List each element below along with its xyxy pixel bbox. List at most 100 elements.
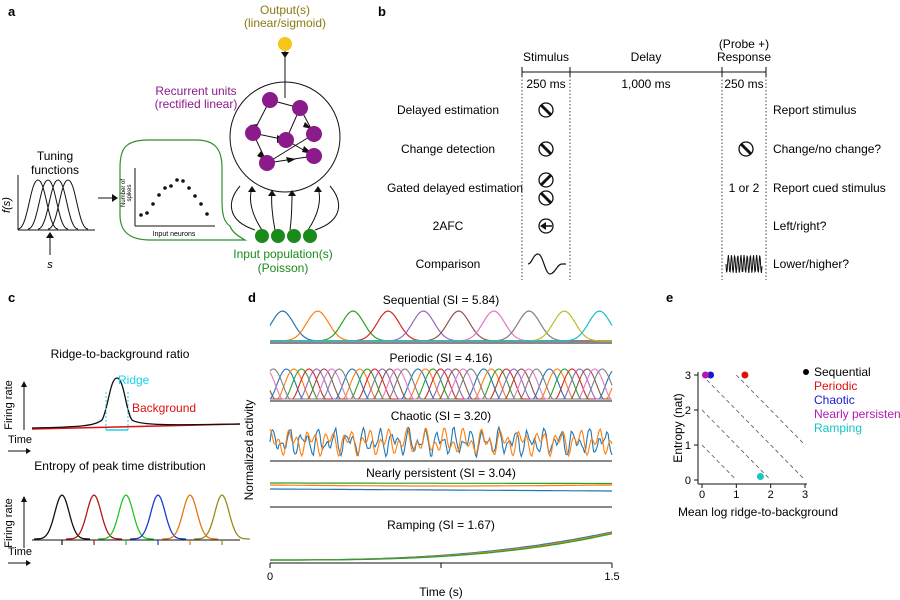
peak-bump <box>130 494 186 540</box>
ridge-ratio-title: Ridge-to-background ratio <box>51 347 190 361</box>
output-connection-head <box>281 52 289 58</box>
panel-a-label: a <box>8 4 16 19</box>
output-unit <box>278 37 292 51</box>
output-label-2: (linear/sigmoid) <box>244 16 326 30</box>
task-response-delayed-estimation: Report stimulus <box>773 103 856 117</box>
grating-icon-change-detection <box>538 141 554 157</box>
e-x-tick-label: 1 <box>733 489 739 501</box>
panel-b: b Stimulus Delay (Probe +) Response 250 … <box>378 4 886 280</box>
c-bottom-x-arrow-head <box>26 560 31 566</box>
chaotic-trace <box>269 427 613 458</box>
e-xlabel: Mean log ridge-to-background <box>678 505 838 519</box>
activity-traces <box>269 310 613 561</box>
task-name-change-detection: Change detection <box>401 142 495 156</box>
legend-marker <box>803 369 809 375</box>
e-y-tick-label: 2 <box>685 405 691 417</box>
sequential-trace <box>270 310 612 342</box>
e-point-periodic <box>741 371 749 379</box>
recurrent-label-1: Recurrent units <box>155 84 236 98</box>
e-x-tick-label: 2 <box>768 489 774 501</box>
periodic-trace <box>270 368 612 400</box>
tuning-label-1: Tuning <box>37 149 73 163</box>
input-to-recurrent-connections <box>230 185 340 231</box>
task-response-2afc: Left/right? <box>773 219 827 233</box>
panel-e-label: e <box>666 290 673 305</box>
task-response-change-detection: Change/no change? <box>773 142 881 156</box>
persistent-trace <box>270 488 612 492</box>
e-ylabel: Entropy (nat) <box>671 393 685 462</box>
ridge-activity-trace <box>31 377 241 429</box>
sequential-trace <box>270 310 612 342</box>
dur-delay: 1,000 ms <box>621 77 670 91</box>
gated-probe-label: 1 or 2 <box>729 181 760 195</box>
e-x-tick-label: 3 <box>802 489 808 501</box>
s-label: s <box>47 259 53 271</box>
col-stimulus: Stimulus <box>523 50 569 64</box>
recurrent-units <box>245 92 322 171</box>
tuning-label-2: functions <box>31 163 79 177</box>
spike-count-points <box>139 178 209 217</box>
output-label-1: Output(s) <box>260 3 310 17</box>
dur-response: 250 ms <box>724 77 763 91</box>
persistent-trace <box>270 482 612 485</box>
task-response-comparison: Lower/higher? <box>773 257 849 271</box>
grating-icon-gated-2 <box>538 190 554 206</box>
entropy-title: Entropy of peak time distribution <box>34 459 205 473</box>
panel-e: e Entropy (nat) Mean log ridge-to-backgr… <box>666 290 900 519</box>
peak-bump <box>194 494 250 540</box>
background-label: Background <box>132 401 196 415</box>
epoch-dividers <box>521 76 767 280</box>
spikes-ylabel-1: Number of <box>121 179 127 207</box>
tuning-curves <box>17 179 89 230</box>
row-title-sequential: Sequential (SI = 5.84) <box>383 293 499 307</box>
col-delay: Delay <box>631 50 662 64</box>
c-top-y-arrow-head <box>21 381 27 387</box>
sequential-trace <box>270 310 612 342</box>
recurrent-label-2: (rectified linear) <box>155 97 238 111</box>
iso-line <box>736 374 806 446</box>
spikes-xlabel: Input neurons <box>153 231 196 238</box>
panel-d-label: d <box>248 290 256 305</box>
input-label-1: Input population(s) <box>233 247 332 261</box>
c-bottom-xlabel: Time <box>8 546 32 558</box>
comparison-response-wave <box>725 254 763 274</box>
panel-b-label: b <box>378 4 386 19</box>
dur-stimulus: 250 ms <box>526 77 565 91</box>
e-point-nearly-persistent <box>701 371 709 379</box>
row-title-ramping: Ramping (SI = 1.67) <box>387 518 495 532</box>
ridge-label: Ridge <box>118 373 150 387</box>
arrow-disc-icon-2afc <box>538 218 554 234</box>
col-response-1: (Probe +) <box>719 37 769 51</box>
grating-icon-change-probe <box>738 141 754 157</box>
sequential-trace <box>270 310 612 342</box>
sequential-trace <box>270 310 613 342</box>
e-y-tick-label: 0 <box>685 475 691 487</box>
sequential-trace <box>269 310 612 342</box>
sequential-trace <box>270 310 612 342</box>
row-title-chaotic: Chaotic (SI = 3.20) <box>391 409 491 423</box>
c-bottom-ylabel: Firing rate <box>3 498 15 548</box>
legend-entry: Nearly persistent <box>814 407 900 421</box>
task-response-gated: Report cued stimulus <box>773 181 886 195</box>
iso-line <box>701 444 737 481</box>
col-response-2: Response <box>717 50 771 64</box>
e-point-chaotic <box>707 371 715 379</box>
input-to-recurrent-arrowheads <box>248 186 322 196</box>
iso-line <box>701 374 806 481</box>
d-ylabel: Normalized activity <box>242 400 256 501</box>
spikes-ylabel-2: spikes <box>127 184 133 201</box>
panel-c-label: c <box>8 290 15 305</box>
legend-entry: Periodic <box>814 379 857 393</box>
c-top-xlabel: Time <box>8 434 32 446</box>
e-y-tick-label: 1 <box>685 440 691 452</box>
tuning-to-bubble-arrow-head <box>112 194 118 202</box>
task-name-comparison: Comparison <box>416 257 481 271</box>
panel-a: a Output(s) (linear/sigmoid) Recurrent u… <box>1 3 341 275</box>
input-units <box>255 229 317 243</box>
legend-entry: Sequential <box>814 365 871 379</box>
peak-bump <box>162 494 218 540</box>
task-name-delayed-estimation: Delayed estimation <box>397 103 499 117</box>
